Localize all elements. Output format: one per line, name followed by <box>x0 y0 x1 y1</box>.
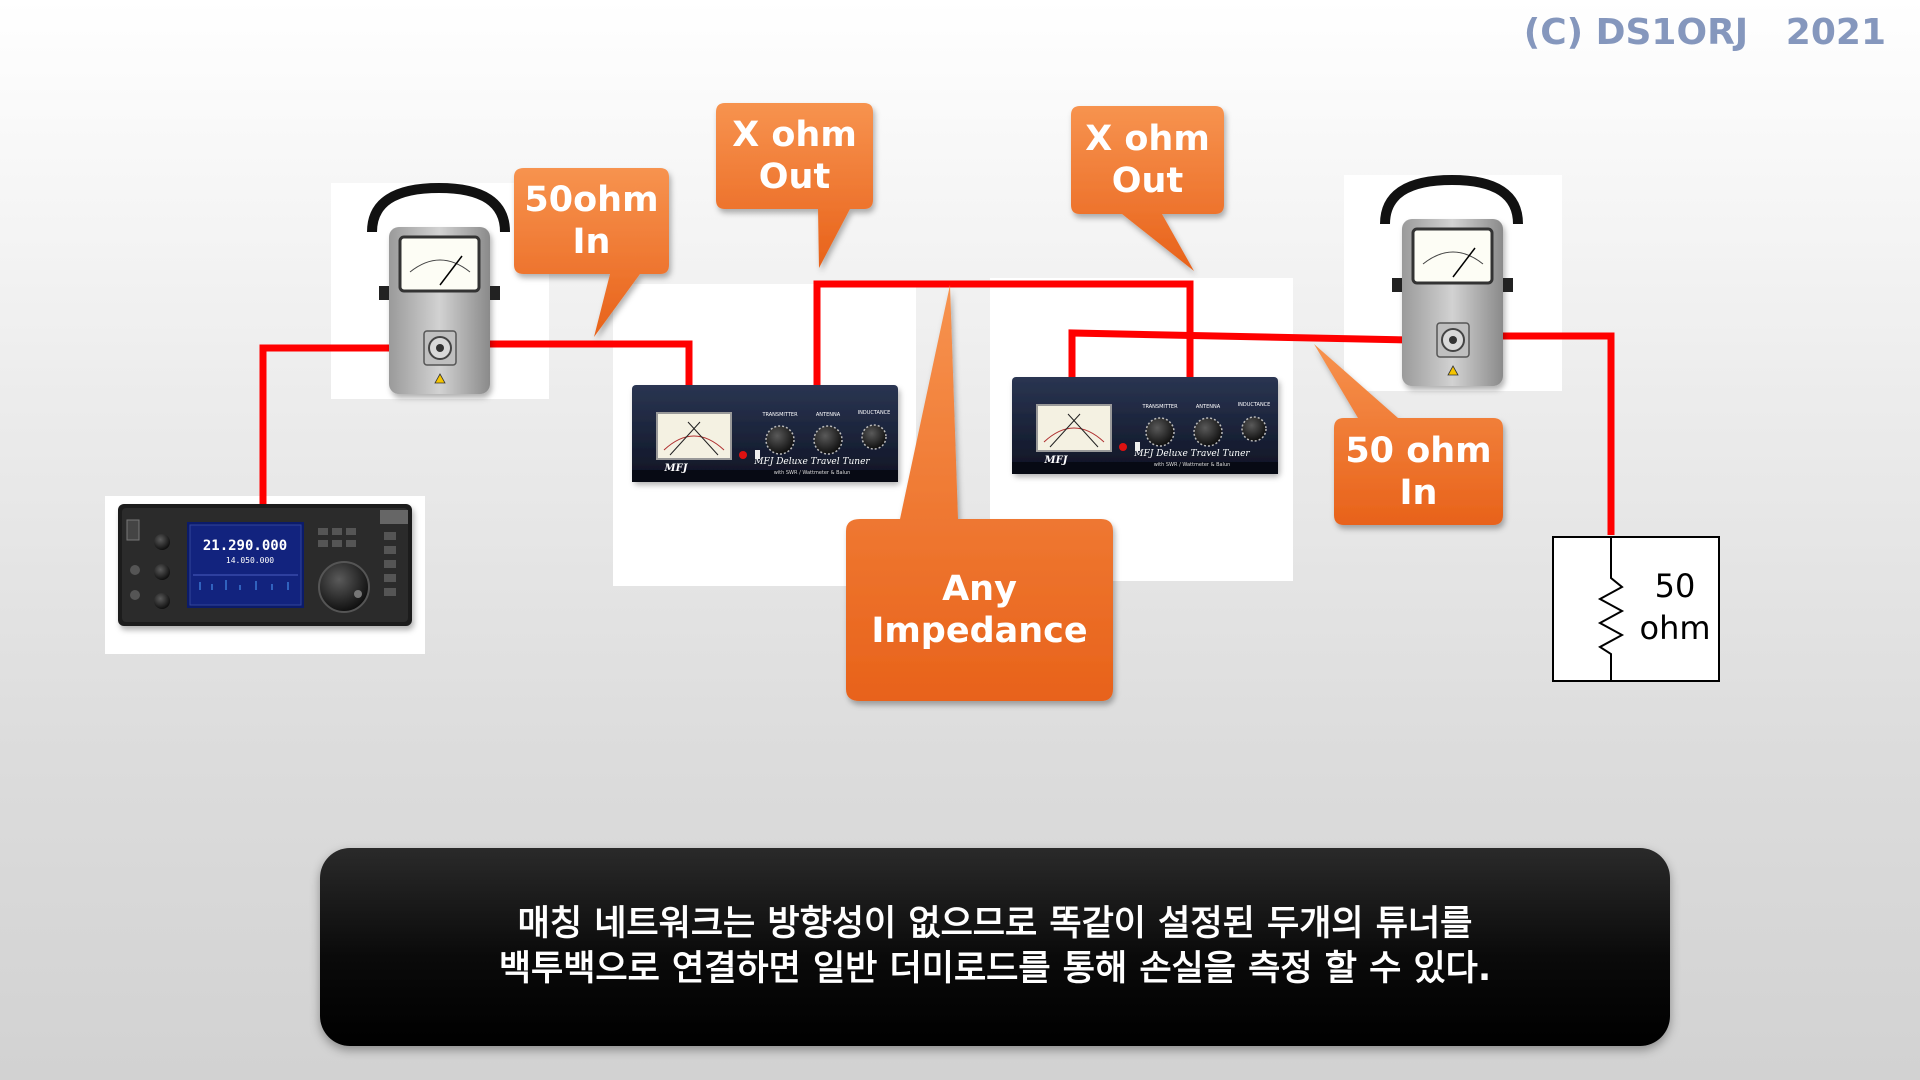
tuner-2: MFJ MFJ Deluxe Travel Tuner with SWR / W… <box>1012 377 1278 474</box>
tuner-1-sub-text: with SWR / Wattmeter & Balun <box>774 470 851 476</box>
tuner-1-inductance-knob <box>861 424 887 450</box>
callout-x-ohm-out-1-bubble <box>716 103 873 268</box>
tuner-2-knob-label-3: INDUCTANCE <box>1238 402 1271 408</box>
callout-50ohm-in-bubble <box>514 168 669 337</box>
wattmeter-2 <box>1380 174 1523 386</box>
callout-bubbles <box>514 103 1503 701</box>
dummy-load-label: 50 ohm <box>1639 567 1711 647</box>
tuner-2-brand: MFJ <box>1044 455 1069 466</box>
transceiver-freq-sub: 14.050.000 <box>226 556 274 565</box>
tuner-2-transmitter-knob <box>1145 417 1175 447</box>
transceiver-main-dial <box>318 561 370 613</box>
tuner-2-inductance-knob <box>1241 416 1267 442</box>
tuner-2-model-text: MFJ Deluxe Travel Tuner <box>1133 449 1250 459</box>
coax-cables <box>259 280 1615 535</box>
cable-tuner2-to-wattmeter2 <box>1068 329 1411 380</box>
wattmeter-1 <box>367 182 510 394</box>
dummy-load-50-ohm <box>1552 536 1720 682</box>
cable-radio-to-wattmeter1 <box>259 344 396 510</box>
cable-wattmeter1-to-tuner1 <box>486 340 693 385</box>
caption-line-1: 매칭 네트워크는 방향성이 없으므로 똑같이 설정된 두개의 튜너를 <box>517 903 1473 944</box>
tuner-2-sub-text: with SWR / Wattmeter & Balun <box>1154 462 1231 468</box>
tuner-1-model-text: MFJ Deluxe Travel Tuner <box>753 457 870 467</box>
callout-any-impedance-bubble <box>846 285 1113 701</box>
tuner-2-knob-label-1: TRANSMITTER <box>1141 404 1178 410</box>
tuner-1-knob-label-3: INDUCTANCE <box>858 410 891 416</box>
callout-any-impedance-text: Any Impedance <box>871 569 1088 651</box>
cable-wattmeter2-to-load <box>1503 332 1615 535</box>
copyright-text: (C) DS1ORJ 2021 <box>1523 12 1886 53</box>
callout-x-ohm-out-2-bubble <box>1071 106 1224 271</box>
tuner-2-knob-label-2: ANTENNA <box>1196 404 1221 410</box>
transceiver-freq-main: 21.290.000 <box>203 538 287 554</box>
tuner-2-antenna-knob <box>1193 417 1223 447</box>
caption-box: 매칭 네트워크는 방향성이 없으므로 똑같이 설정된 두개의 튜너를 백투백으로… <box>320 848 1670 1046</box>
resistor-symbol <box>1597 537 1625 681</box>
tuner-1: MFJ MFJ Deluxe Travel Tuner with SWR / W… <box>632 385 898 482</box>
caption-line-2: 백투백으로 연결하면 일반 더미로드를 통해 손실을 측정 할 수 있다. <box>498 949 1492 989</box>
tuner-1-brand: MFJ <box>664 463 689 474</box>
tuner-1-antenna-knob <box>813 425 843 455</box>
callout-50ohm-in-text: 50ohm In <box>524 180 659 262</box>
callout-x-ohm-out-2-text: X ohm Out <box>1085 119 1210 201</box>
transceiver: 21.290.000 14.050.000 <box>118 504 412 626</box>
callout-x-ohm-out-1-text: X ohm Out <box>732 115 857 197</box>
callout-50-ohm-in-2-text: 50 ohm In <box>1345 430 1492 513</box>
cable-tuner1-to-tuner2 <box>813 280 1194 385</box>
tuner-1-transmitter-knob <box>765 425 795 455</box>
tuner-1-knob-label-2: ANTENNA <box>816 412 841 418</box>
callout-50-ohm-in-2-bubble <box>1314 344 1503 525</box>
tuner-1-knob-label-1: TRANSMITTER <box>761 412 798 418</box>
